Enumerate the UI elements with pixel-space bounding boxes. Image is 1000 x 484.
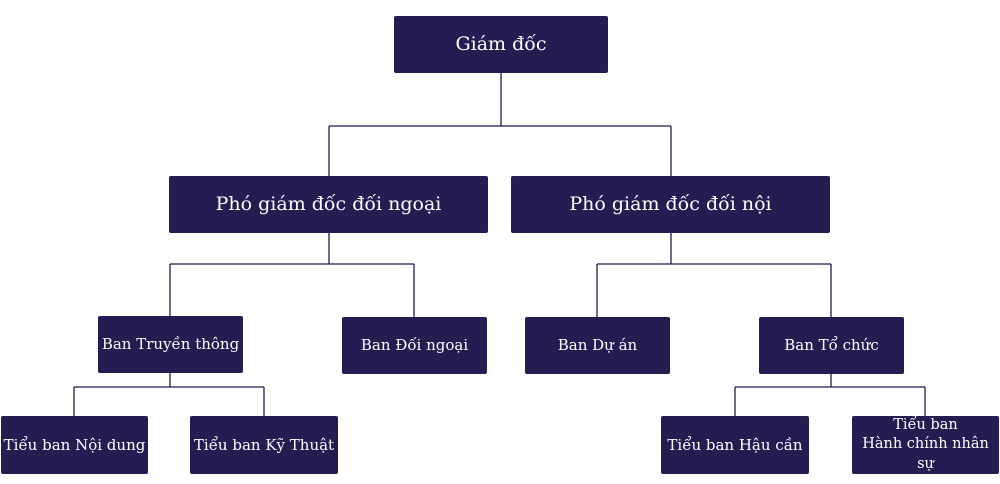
deputy-external-box: Phó giám đốc đối ngoại	[169, 176, 488, 233]
content-sub-box: Tiểu ban Nội dung	[1, 416, 148, 474]
content-sub-label: Tiểu ban Nội dung	[3, 435, 146, 454]
director-box: Giám đốc	[394, 16, 608, 73]
hr-sub-label-line2: Hành chính nhân sự	[862, 436, 989, 472]
hr-sub-box: Tiểu ban Hành chính nhân sự	[852, 416, 999, 474]
deputy-internal-label: Phó giám đốc đối nội	[569, 192, 772, 215]
organization-board-label: Ban Tổ chức	[784, 336, 879, 355]
logistics-sub-box: Tiểu ban Hậu cần	[661, 416, 809, 474]
media-board-box: Ban Truyền thông	[98, 316, 243, 373]
foreign-affairs-board-box: Ban Đối ngoại	[342, 317, 487, 374]
tech-sub-label: Tiểu ban Kỹ Thuật	[193, 435, 335, 454]
organization-board-box: Ban Tổ chức	[759, 317, 904, 374]
logistics-sub-label: Tiểu ban Hậu cần	[667, 435, 803, 454]
director-label: Giám đốc	[455, 32, 547, 55]
media-board-label: Ban Truyền thông	[101, 335, 240, 354]
deputy-internal-box: Phó giám đốc đối nội	[511, 176, 830, 233]
hr-sub-label-line1: Tiểu ban	[893, 416, 958, 433]
project-board-box: Ban Dự án	[525, 317, 670, 374]
deputy-external-label: Phó giám đốc đối ngoại	[215, 192, 442, 215]
project-board-label: Ban Dự án	[557, 336, 638, 355]
tech-sub-box: Tiểu ban Kỹ Thuật	[190, 416, 338, 474]
foreign-affairs-board-label: Ban Đối ngoại	[360, 336, 469, 355]
